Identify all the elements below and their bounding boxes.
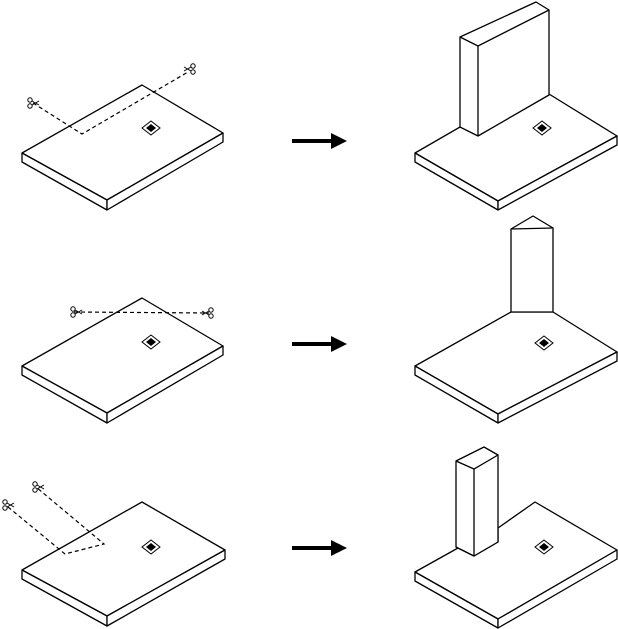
- slab-after-2: [414, 215, 618, 424]
- right-arrow-icon: [292, 133, 347, 149]
- cut-line: [73, 311, 210, 314]
- wide-panel: [459, 1, 550, 137]
- slab-before-1: [21, 63, 224, 211]
- scissors-icon: [183, 63, 196, 75]
- row-2: [21, 215, 618, 424]
- slab-before-3: [2, 481, 226, 627]
- scissors-icon: [32, 481, 45, 493]
- slab-after-3: [414, 446, 618, 629]
- row-1: [21, 1, 618, 211]
- row-3: [2, 446, 618, 629]
- pointed-panel: [510, 215, 554, 313]
- right-arrow-icon: [292, 336, 347, 352]
- tall-column: [455, 446, 499, 557]
- scissors-icon: [2, 499, 15, 511]
- cut-line: [7, 486, 106, 555]
- slab-before-2: [21, 297, 224, 424]
- slab-after-1: [414, 1, 618, 211]
- cut-line: [32, 71, 189, 135]
- right-arrow-icon: [292, 540, 347, 556]
